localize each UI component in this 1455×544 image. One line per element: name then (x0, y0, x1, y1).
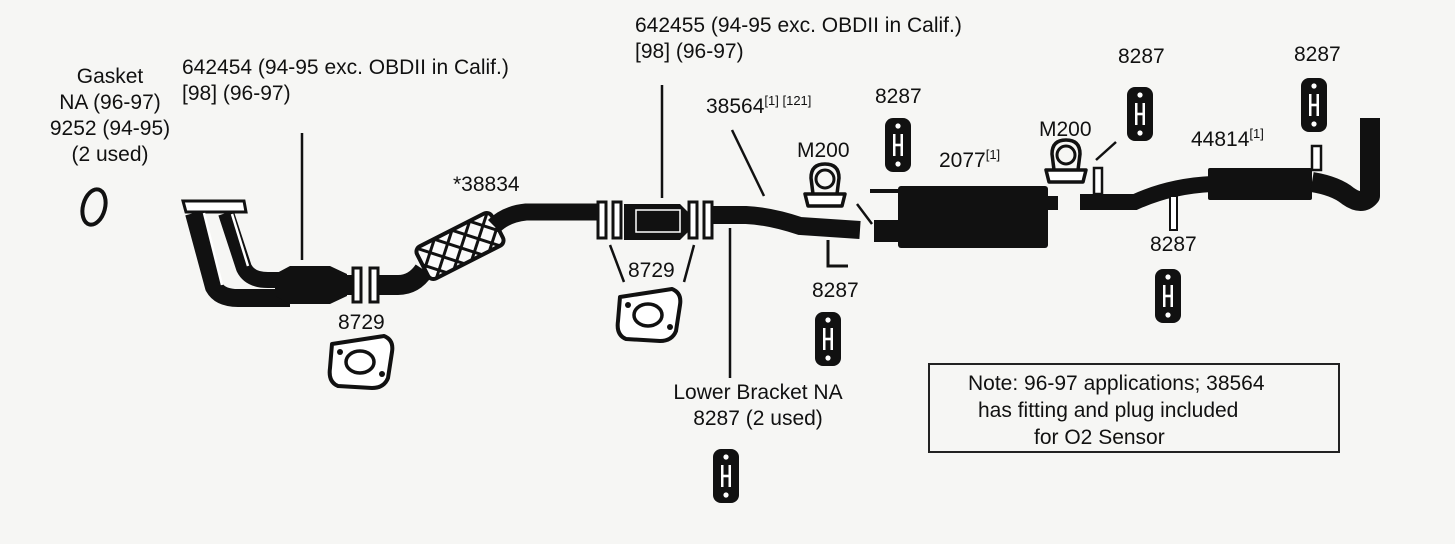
label-642455-line-2: [98] (96-97) (635, 40, 744, 63)
flange-gasket-8729-b (615, 287, 683, 343)
label-8729-a: 8729 (338, 311, 385, 334)
label-642455-line-1: 642455 (94-95 exc. OBDII in Calif.) (635, 14, 962, 37)
label-8287-c: 8287 (1294, 43, 1341, 66)
label-8287-d: 8287 (1150, 233, 1197, 256)
label-2077: 2077[1] (939, 148, 1000, 174)
gasket-label-line-4: (2 used) (71, 143, 149, 166)
gasket-ring (80, 187, 108, 227)
label-44814-number: 44814 (1191, 128, 1250, 151)
gasket-label-line-2: NA (96-97) (59, 91, 161, 114)
lower-bracket-label-line-2: 8287 (2 used) (693, 407, 823, 430)
gasket-label-line-1: Gasket (76, 65, 144, 88)
note-line-2: has fitting and plug included (978, 399, 1239, 422)
label-44814: 44814[1] (1191, 127, 1264, 153)
hanger-8287-c (1301, 78, 1327, 132)
lower-bracket-label: Lower Bracket NA 8287 (2 used) (638, 380, 878, 432)
hanger-8287-d (1155, 269, 1181, 323)
flex-pipe-38834 (378, 203, 598, 295)
flange-gasket-8729-a (327, 334, 395, 390)
catalytic-converter (596, 200, 714, 240)
label-38834: *38834 (453, 173, 520, 196)
label-642454-line-1: 642454 (94-95 exc. OBDII in Calif.) (182, 56, 509, 79)
flange-joint-1 (351, 266, 380, 304)
note-box: Note: 96-97 applications; 38564 has fitt… (928, 363, 1340, 453)
label-38564-number: 38564 (706, 95, 765, 118)
label-642455: 642455 (94-95 exc. OBDII in Calif.) [98]… (635, 13, 962, 65)
label-642454: 642454 (94-95 exc. OBDII in Calif.) [98]… (182, 55, 509, 107)
label-8729-b: 8729 (628, 259, 675, 282)
label-642454-line-2: [98] (96-97) (182, 82, 291, 105)
label-m200-b: M200 (1039, 118, 1092, 141)
tailpipe-44814 (1080, 118, 1380, 231)
label-8287-e: 8287 (812, 279, 859, 302)
y-pipe-front (181, 199, 356, 307)
intermediate-pipe-38564 (712, 206, 861, 268)
muffler-2077 (870, 186, 1058, 248)
label-44814-note-ref: [1] (1249, 126, 1264, 141)
gasket-label: Gasket NA (96-97) 9252 (94-95) (2 used) (35, 64, 185, 168)
note-line-1: Note: 96-97 applications; 38564 (968, 372, 1265, 395)
label-m200-a: M200 (797, 139, 850, 162)
hanger-8287-f (713, 449, 739, 503)
leader-lines (300, 85, 1117, 378)
hanger-8287-a (885, 118, 911, 172)
hanger-8287-b (1127, 87, 1153, 141)
label-8287-a: 8287 (875, 85, 922, 108)
lower-bracket-label-line-1: Lower Bracket NA (673, 381, 843, 404)
label-38564-note-ref: [1] [121] (764, 93, 812, 108)
label-2077-number: 2077 (939, 149, 986, 172)
label-2077-note-ref: [1] (985, 147, 1001, 162)
gasket-label-line-3: 9252 (94-95) (49, 117, 171, 140)
clamp-m200-a (803, 162, 847, 208)
clamp-m200-b (1044, 138, 1088, 184)
label-38564: 38564[1] [121] (706, 94, 811, 120)
label-8287-b: 8287 (1118, 45, 1165, 68)
hanger-8287-e (815, 312, 841, 366)
note-line-3: for O2 Sensor (1034, 426, 1165, 449)
